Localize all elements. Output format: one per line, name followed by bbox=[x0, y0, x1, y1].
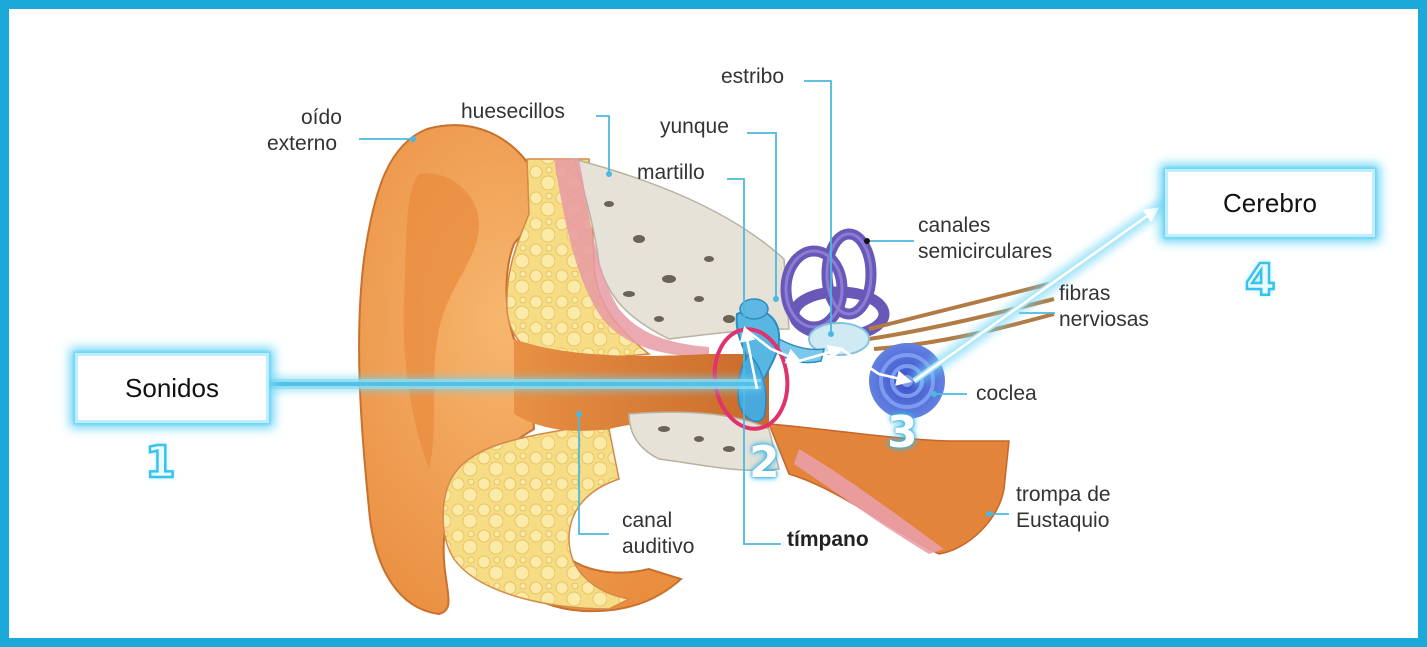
label-fibras-nerviosas: fibras nerviosas bbox=[1059, 281, 1149, 333]
ear-illustration bbox=[9, 9, 1427, 647]
label-canal-auditivo: canal auditivo bbox=[622, 508, 694, 560]
step-number-3: 3 bbox=[887, 411, 918, 455]
step-number-4: 4 bbox=[1245, 259, 1276, 303]
label-timpano: tímpano bbox=[787, 527, 869, 553]
cerebro-box: Cerebro bbox=[1165, 169, 1375, 237]
label-canales-semicirculares: canales semicirculares bbox=[918, 213, 1052, 265]
step-number-2: 2 bbox=[749, 441, 780, 485]
label-yunque: yunque bbox=[660, 114, 729, 140]
step-number-1: 1 bbox=[145, 441, 176, 485]
label-estribo: estribo bbox=[721, 64, 784, 90]
sound-beam bbox=[267, 377, 761, 391]
label-coclea: coclea bbox=[976, 381, 1037, 407]
label-oido-externo: oído externo bbox=[297, 105, 342, 157]
label-trompa-de-eustaquio: trompa de Eustaquio bbox=[1016, 482, 1111, 534]
label-martillo: martillo bbox=[637, 160, 705, 186]
label-huesecillos: huesecillos bbox=[461, 99, 565, 125]
sonidos-box: Sonidos bbox=[75, 353, 269, 423]
